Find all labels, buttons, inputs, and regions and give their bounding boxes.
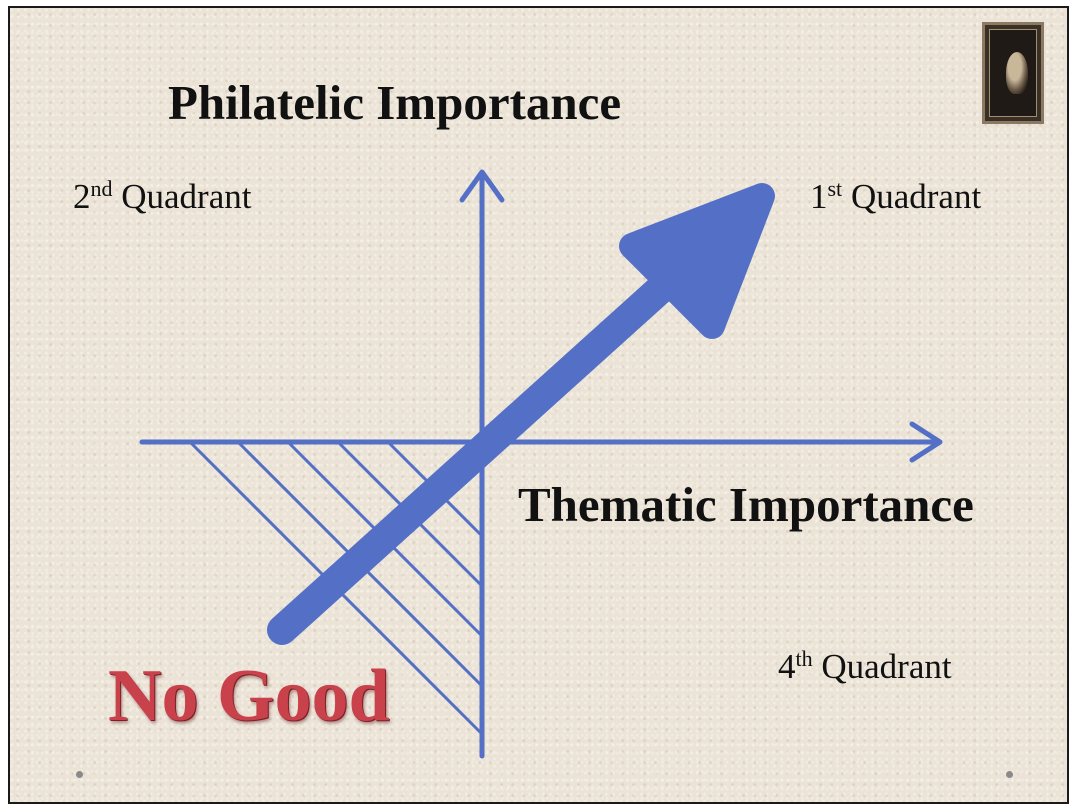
- slide: Philatelic Importance 2nd Quadrant 1st Q…: [8, 6, 1069, 804]
- quadrant-2-number: 2: [73, 177, 91, 216]
- quadrant-2-label: 2nd Quadrant: [73, 176, 251, 217]
- slide-dot-right: [1006, 771, 1013, 778]
- diagonal-arrow: [267, 183, 775, 645]
- quadrant-4-word: Quadrant: [821, 647, 952, 686]
- quadrant-1-word: Quadrant: [850, 177, 982, 216]
- penny-black-stamp-icon: [982, 22, 1044, 124]
- quadrant-4-suffix: th: [795, 646, 813, 671]
- slide-dot-left: [76, 771, 83, 778]
- page-title: Philatelic Importance: [168, 75, 622, 130]
- x-axis-arrowhead: [909, 421, 943, 463]
- quadrant-4-label: 4th Quadrant: [778, 646, 952, 687]
- x-axis-title: Thematic Importance: [518, 477, 974, 532]
- stamp-frame: [989, 29, 1037, 117]
- no-good-label: No Good: [108, 655, 390, 737]
- quadrant-1-suffix: st: [827, 176, 843, 201]
- quadrant-2-suffix: nd: [90, 176, 113, 201]
- queen-portrait: [1006, 52, 1028, 94]
- y-axis-arrowhead: [459, 169, 505, 203]
- quadrant-1-number: 1: [810, 177, 828, 216]
- quadrant-diagram: [139, 169, 943, 759]
- quadrant-2-word: Quadrant: [121, 177, 252, 216]
- quadrant-1-label: 1st Quadrant: [810, 176, 981, 217]
- quadrant-4-number: 4: [778, 647, 796, 686]
